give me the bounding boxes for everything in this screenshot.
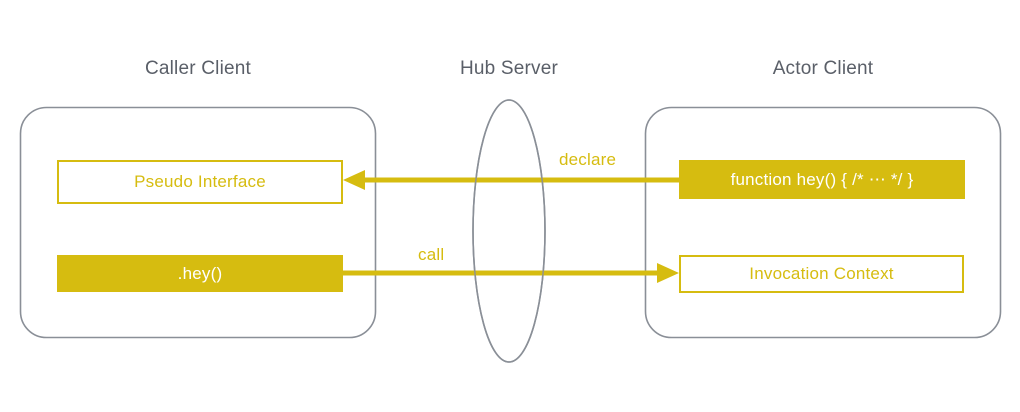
lane-container-actor-client [644, 106, 1002, 339]
lane-title-actor-client: Actor Client [772, 58, 874, 79]
node-function-hey[interactable]: function hey() { /* ⋯ */ } [679, 160, 965, 199]
edge-call [343, 263, 679, 283]
edge-declare [343, 170, 679, 190]
lane-container-hub-server-outline [472, 99, 546, 363]
edge-label-declare: declare [559, 150, 617, 169]
lane-title-hub-server: Hub Server [459, 58, 559, 79]
node-hey-call[interactable]: .hey() [57, 255, 343, 292]
node-pseudo-interface[interactable]: Pseudo Interface [57, 160, 343, 204]
node-invocation-context[interactable]: Invocation Context [679, 255, 964, 293]
edge-declare-arrowhead-icon [343, 170, 365, 190]
lane-title-caller-client: Caller Client [144, 58, 252, 79]
edge-call-arrowhead-icon [657, 263, 679, 283]
edge-label-call: call [418, 245, 445, 264]
lane-container-caller-client [19, 106, 377, 339]
